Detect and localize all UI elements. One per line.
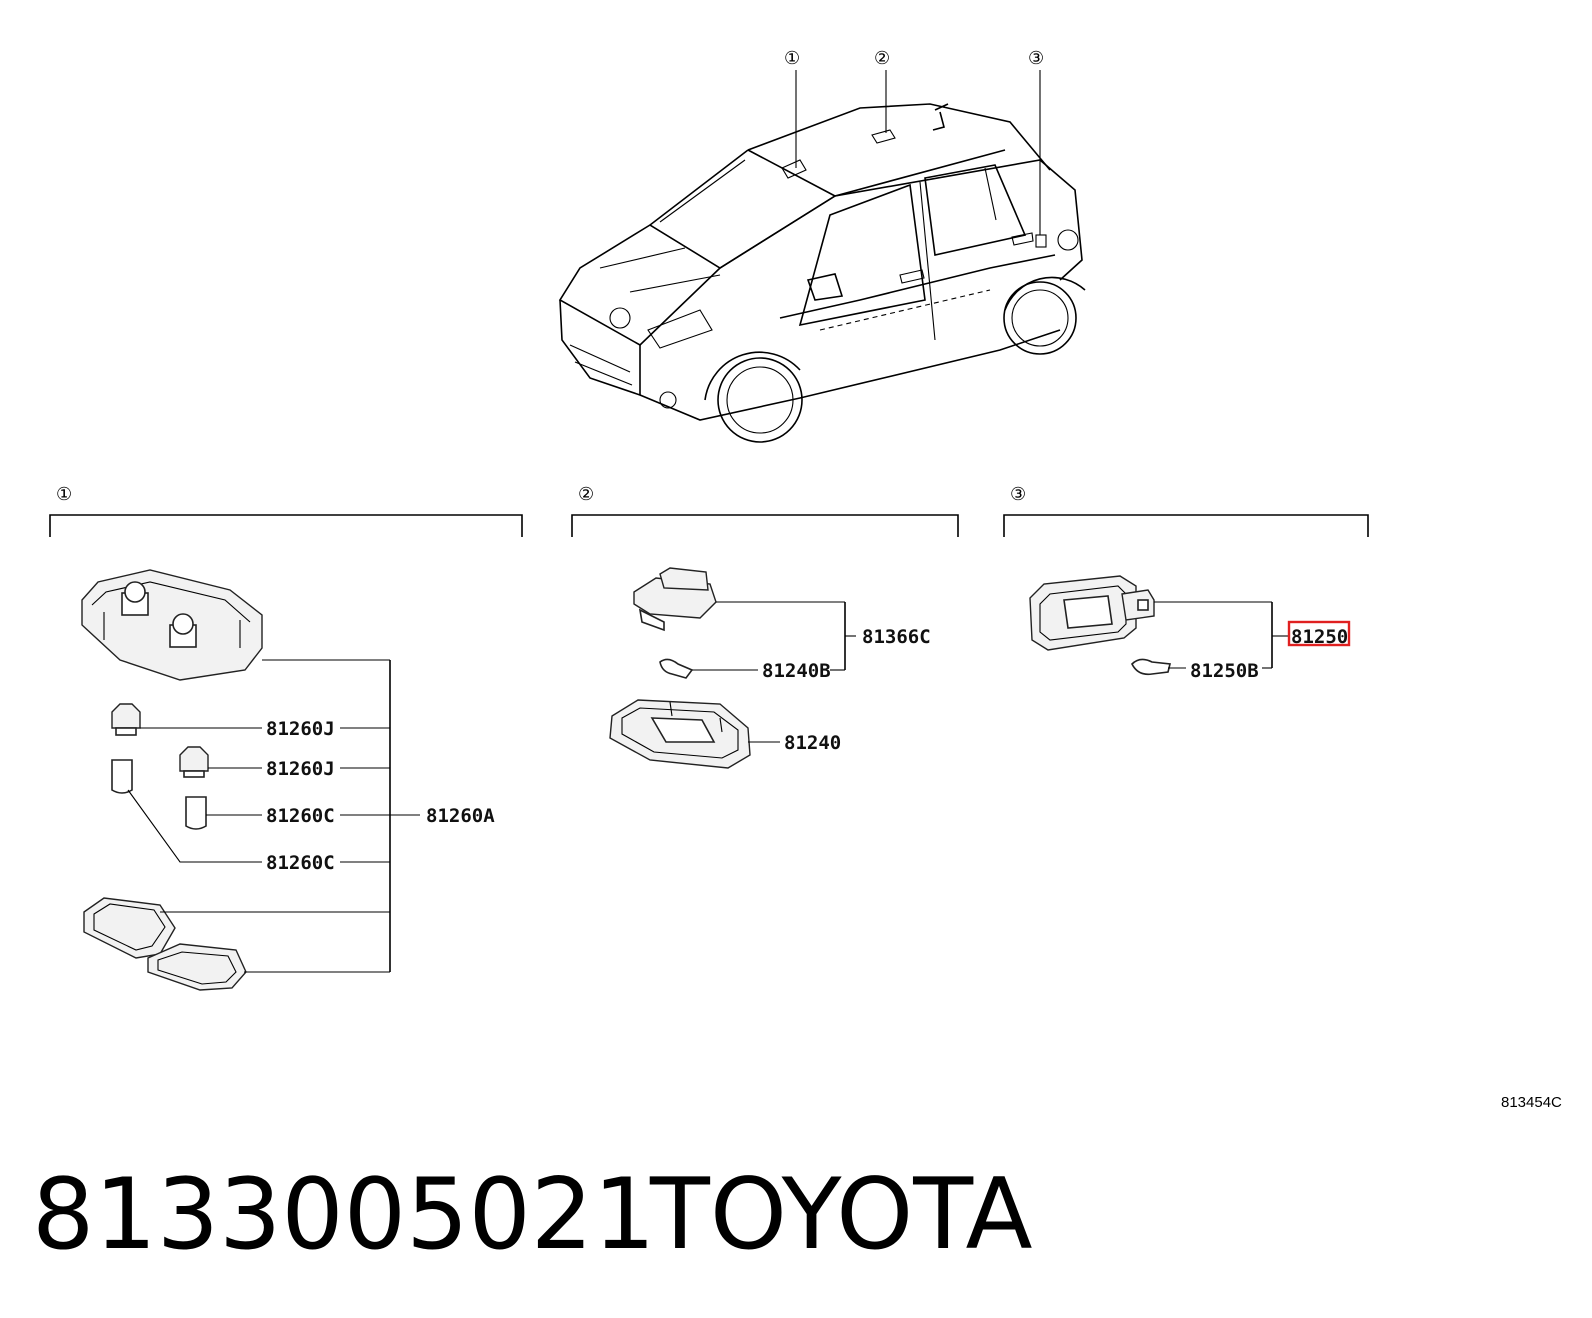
bulb-81240b-icon <box>659 658 694 679</box>
bulb-81250b-icon <box>1131 658 1171 676</box>
lens-b-icon <box>147 943 247 991</box>
part-label-81260a[interactable]: 81260A <box>426 805 495 827</box>
group-2: ② 81366C 81240B 81240 <box>571 484 959 769</box>
part-label-81366c[interactable]: 81366C <box>862 626 931 648</box>
illustration-reference: 813454C <box>1501 1094 1562 1111</box>
group-3: ③ 81250 81250B <box>1003 484 1369 682</box>
group-2-callout: ② <box>578 484 594 505</box>
part-label-81260j-b[interactable]: 81260J <box>266 758 335 780</box>
lens-housing-icon <box>609 699 751 769</box>
part-label-81260c-b[interactable]: 81260C <box>266 852 335 874</box>
part-label-81260c-a[interactable]: 81260C <box>266 805 335 827</box>
part-label-81240[interactable]: 81240 <box>784 732 841 754</box>
callout-1-top: ① <box>784 48 800 69</box>
bulb-b-icon <box>185 796 207 830</box>
group-1-callout: ① <box>56 484 72 505</box>
lens-a-icon <box>83 897 176 959</box>
dome-lamp-housing <box>81 569 263 681</box>
luggage-lamp-icon <box>1029 575 1155 651</box>
switch-icon <box>633 567 717 632</box>
part-label-81260j-a[interactable]: 81260J <box>266 718 335 740</box>
group-3-callout: ③ <box>1010 484 1026 505</box>
part-number: 8133005021 <box>32 1158 656 1272</box>
part-label-81240b[interactable]: 81240B <box>762 660 831 682</box>
part-label-81250b[interactable]: 81250B <box>1190 660 1259 682</box>
part-label-81250[interactable]: 81250 <box>1291 626 1348 648</box>
group-1-bracket <box>49 514 523 537</box>
highlight-box <box>1287 620 1351 647</box>
group-3-bracket <box>1003 514 1369 537</box>
callout-3-top: ③ <box>1028 48 1044 69</box>
bulb-socket-b-icon <box>179 746 209 778</box>
brand-name: TOYOTA <box>649 1158 1033 1272</box>
bulb-a-icon <box>111 759 133 794</box>
group-1: ① <box>49 484 523 991</box>
bulb-socket-a-icon <box>111 703 141 736</box>
car-illustration <box>558 70 1086 443</box>
callout-2-top: ② <box>874 48 890 69</box>
group-2-bracket <box>571 514 959 537</box>
